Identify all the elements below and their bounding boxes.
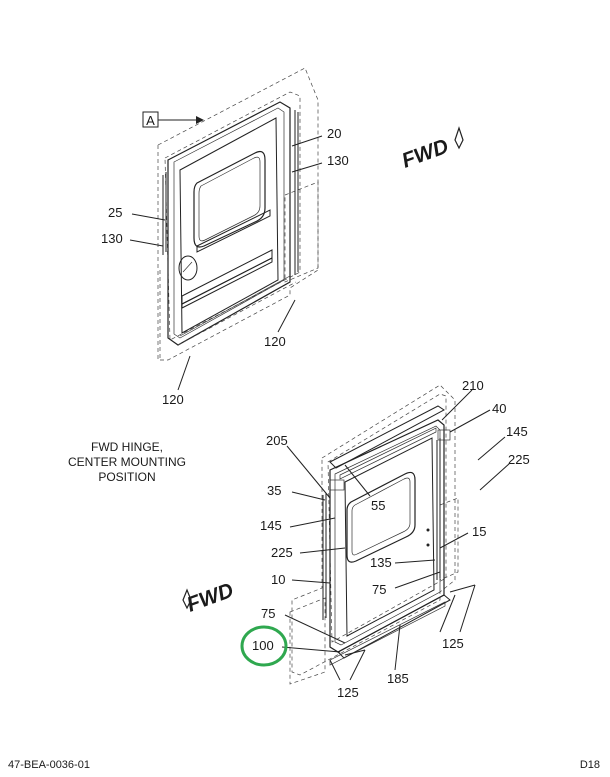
part-label: 145	[506, 424, 528, 439]
part-label: 15	[472, 524, 486, 539]
sheet-code: D18	[580, 759, 600, 771]
part-label: 55	[371, 498, 385, 513]
note-line: POSITION	[98, 470, 155, 484]
top-door-assembly: A 20 130 25 130 120 120 FWD	[101, 67, 464, 407]
bottom-door-assembly: 210 40 145 225 205 35 55 145 225 15 135 …	[182, 378, 530, 700]
part-label: 225	[271, 545, 293, 560]
part-label: 25	[108, 205, 122, 220]
fwd-arrow-icon	[454, 126, 464, 150]
highlight-circle	[240, 625, 288, 667]
part-label: 40	[492, 401, 506, 416]
fwd-label-top: FWD	[399, 135, 452, 173]
drawing-number: 47-BEA-0036-01	[8, 759, 90, 771]
part-label: 225	[508, 452, 530, 467]
part-label: 75	[261, 606, 275, 621]
part-label: 125	[337, 685, 359, 700]
part-label: 210	[462, 378, 484, 393]
part-label: 75	[372, 582, 386, 597]
part-label: 205	[266, 433, 288, 448]
part-label: 20	[327, 126, 341, 141]
part-label: 10	[271, 572, 285, 587]
part-label: 120	[264, 334, 286, 349]
note-line: FWD HINGE,	[91, 440, 163, 454]
fwd-arrow-icon	[182, 588, 192, 610]
part-label: 120	[162, 392, 184, 407]
part-label: 35	[267, 483, 281, 498]
part-label-highlighted: 100	[252, 638, 274, 653]
callout-a-label: A	[146, 113, 155, 128]
part-label: 185	[387, 671, 409, 686]
part-label: 135	[370, 555, 392, 570]
note-line: CENTER MOUNTING	[68, 455, 186, 469]
part-label: 125	[442, 636, 464, 651]
hinge-note: FWD HINGE, CENTER MOUNTING POSITION	[68, 440, 186, 484]
part-label: 130	[101, 231, 123, 246]
fwd-label-bottom: FWD	[184, 579, 237, 617]
part-label: 130	[327, 153, 349, 168]
part-label: 145	[260, 518, 282, 533]
